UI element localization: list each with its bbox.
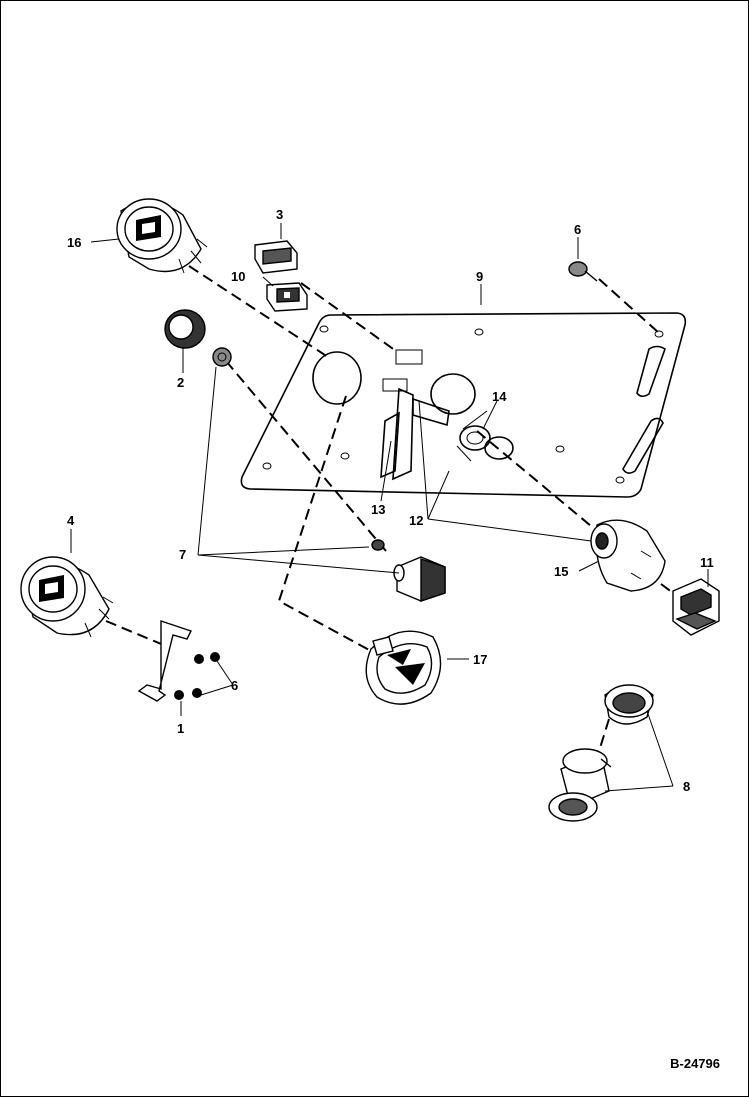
callout-13: 13 <box>371 502 385 517</box>
callout-7: 7 <box>179 547 186 562</box>
socket-part-8 <box>548 684 654 822</box>
leader-lines <box>70 223 709 792</box>
callout-15: 15 <box>554 564 568 579</box>
document-id: B-24796 <box>670 1056 720 1071</box>
callout-16: 16 <box>67 235 81 250</box>
callout-3: 3 <box>276 207 283 222</box>
gauge-part-16 <box>116 198 208 274</box>
mounting-panel <box>240 312 687 498</box>
callout-12: 12 <box>409 513 423 528</box>
callouts: 16 3 10 6 9 2 14 13 12 4 7 15 11 17 6 1 … <box>67 207 714 794</box>
ignition-switch-part-15 <box>590 519 666 592</box>
grommet-part-2 <box>164 309 232 367</box>
callout-4: 4 <box>67 513 75 528</box>
bezel-part-17 <box>365 630 442 705</box>
callout-6-bracket: 6 <box>231 678 238 693</box>
callout-1: 1 <box>177 721 184 736</box>
callout-14: 14 <box>492 389 507 404</box>
callout-11: 11 <box>700 555 714 570</box>
bracket-part-1 <box>137 620 220 702</box>
callout-17: 17 <box>473 652 487 667</box>
callout-8: 8 <box>683 779 690 794</box>
gauge-part-4 <box>20 556 114 638</box>
connector-part-3 <box>254 240 298 274</box>
screw-part-6 <box>568 261 598 282</box>
key-switch <box>456 410 514 462</box>
connector-part-11 <box>672 578 720 636</box>
callout-9: 9 <box>476 269 483 284</box>
callout-2: 2 <box>177 375 184 390</box>
callout-10: 10 <box>231 269 245 284</box>
switch-bracket <box>380 387 450 481</box>
callout-6: 6 <box>574 222 581 237</box>
connector-part-10 <box>266 282 308 312</box>
switch-part-7 <box>371 539 446 602</box>
